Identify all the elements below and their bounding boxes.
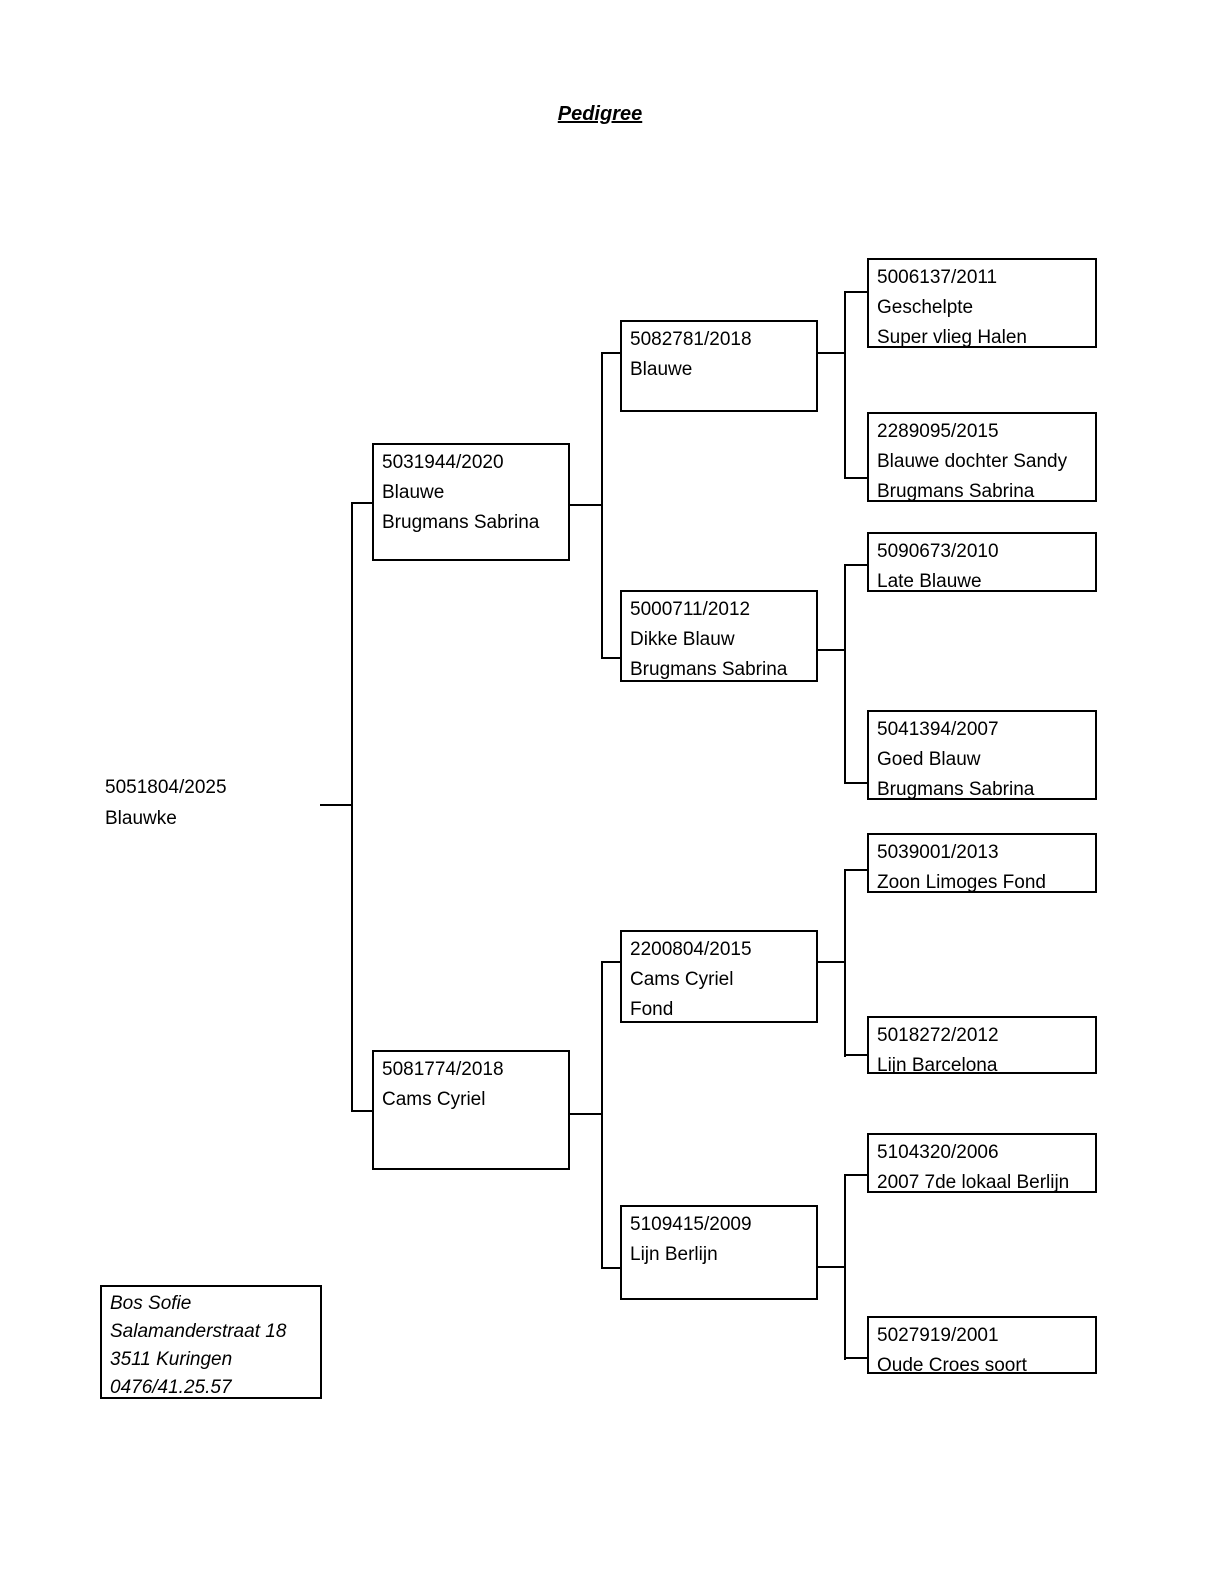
ring-number: 5039001/2013 <box>877 842 999 863</box>
page-title: Pedigree <box>557 103 643 125</box>
ring-number: 2289095/2015 <box>877 421 999 442</box>
bird-description: Brugmans Sabrina <box>382 512 540 533</box>
bird-description: Brugmans Sabrina <box>877 779 1035 800</box>
owner-city: 3511 Kuringen <box>110 1349 233 1370</box>
bird-description: Super vlieg Halen <box>877 327 1027 348</box>
bird-description: Oude Croes soort <box>877 1355 1027 1374</box>
ring-number: 5006137/2011 <box>877 267 998 288</box>
connector-line <box>844 869 867 871</box>
ring-number: 5041394/2007 <box>877 719 999 740</box>
owner-street: Salamanderstraat 18 <box>110 1321 287 1342</box>
connector-line <box>844 1174 867 1176</box>
bird-description: Brugmans Sabrina <box>630 659 788 680</box>
bird-description: Blauwe dochter Sandy <box>877 451 1068 472</box>
bird-description: Cams Cyriel <box>382 1089 486 1110</box>
subject-ring-number: 5051804/2025 <box>105 777 227 798</box>
connector-line <box>844 477 867 479</box>
bird-description: Lijn Barcelona <box>877 1055 998 1074</box>
connector-line <box>818 1266 846 1268</box>
connector-line <box>844 291 867 293</box>
ring-number: 2200804/2015 <box>630 939 752 960</box>
subject-bird-name: Blauwke <box>105 808 177 829</box>
owner-phone: 0476/41.25.57 <box>110 1377 232 1398</box>
connector-line <box>844 1357 867 1359</box>
connector-line <box>818 649 846 651</box>
connector-line <box>601 961 620 963</box>
pedigree-box-gen4-1: 5006137/2011 Geschelpte Super vlieg Hale… <box>867 258 1097 348</box>
bird-description: Brugmans Sabrina <box>877 481 1035 502</box>
ring-number: 5018272/2012 <box>877 1025 999 1046</box>
ring-number: 5109415/2009 <box>630 1214 752 1235</box>
connector-line <box>844 869 846 1057</box>
connector-line <box>601 352 603 659</box>
connector-line <box>351 1110 372 1112</box>
pedigree-box-dam-dam: 5109415/2009 Lijn Berlijn <box>620 1205 818 1300</box>
pedigree-box-dam-sire: 2200804/2015 Cams Cyriel Fond <box>620 930 818 1023</box>
pedigree-box-sire-sire: 5082781/2018 Blauwe <box>620 320 818 412</box>
pedigree-box-gen4-3: 5090673/2010 Late Blauwe <box>867 532 1097 592</box>
pedigree-box-sire-dam: 5000711/2012 Dikke Blauw Brugmans Sabrin… <box>620 590 818 682</box>
ring-number: 5000711/2012 <box>630 599 751 620</box>
connector-line <box>601 1267 620 1269</box>
pedigree-box-sire: 5031944/2020 Blauwe Brugmans Sabrina <box>372 443 570 561</box>
ring-number: 5081774/2018 <box>382 1059 504 1080</box>
connector-line <box>570 1113 603 1115</box>
connector-line <box>844 782 867 784</box>
connector-line <box>844 1054 867 1056</box>
connector-line <box>320 804 352 806</box>
bird-description: Goed Blauw <box>877 749 981 770</box>
bird-description: Dikke Blauw <box>630 629 735 650</box>
connector-line <box>570 504 603 506</box>
pedigree-box-gen4-6: 5018272/2012 Lijn Barcelona <box>867 1016 1097 1074</box>
ring-number: 5082781/2018 <box>630 329 752 350</box>
bird-description: Late Blauwe <box>877 571 982 592</box>
bird-description: Cams Cyriel <box>630 969 734 990</box>
connector-line <box>818 961 846 963</box>
connector-line <box>844 1174 846 1360</box>
ring-number: 5031944/2020 <box>382 452 504 473</box>
bird-description: Fond <box>630 999 674 1020</box>
connector-line <box>844 291 846 479</box>
bird-description: Blauwe <box>630 359 693 380</box>
ring-number: 5090673/2010 <box>877 541 999 562</box>
bird-description: 2007 7de lokaal Berlijn <box>877 1172 1070 1193</box>
connector-line <box>601 352 620 354</box>
connector-line <box>818 352 846 354</box>
connector-line <box>601 961 603 1269</box>
ring-number: 5027919/2001 <box>877 1325 999 1346</box>
pedigree-box-gen4-8: 5027919/2001 Oude Croes soort <box>867 1316 1097 1374</box>
owner-name: Bos Sofie <box>110 1293 192 1314</box>
ring-number: 5104320/2006 <box>877 1142 999 1163</box>
bird-description: Zoon Limoges Fond <box>877 872 1046 893</box>
subject-bird: 5051804/2025 Blauwke <box>105 772 227 834</box>
connector-line <box>844 564 867 566</box>
bird-description: Geschelpte <box>877 297 974 318</box>
pedigree-box-gen4-2: 2289095/2015 Blauwe dochter Sandy Brugma… <box>867 412 1097 502</box>
connector-line <box>844 564 846 784</box>
bird-description: Lijn Berlijn <box>630 1244 718 1265</box>
pedigree-box-gen4-7: 5104320/2006 2007 7de lokaal Berlijn <box>867 1133 1097 1193</box>
bird-description: Blauwe <box>382 482 445 503</box>
connector-line <box>351 502 372 504</box>
pedigree-box-gen4-4: 5041394/2007 Goed Blauw Brugmans Sabrina <box>867 710 1097 800</box>
pedigree-box-dam: 5081774/2018 Cams Cyriel <box>372 1050 570 1170</box>
pedigree-box-gen4-5: 5039001/2013 Zoon Limoges Fond <box>867 833 1097 893</box>
owner-info-box: Bos Sofie Salamanderstraat 18 3511 Kurin… <box>100 1285 322 1399</box>
connector-line <box>601 657 620 659</box>
connector-line <box>351 502 353 1112</box>
